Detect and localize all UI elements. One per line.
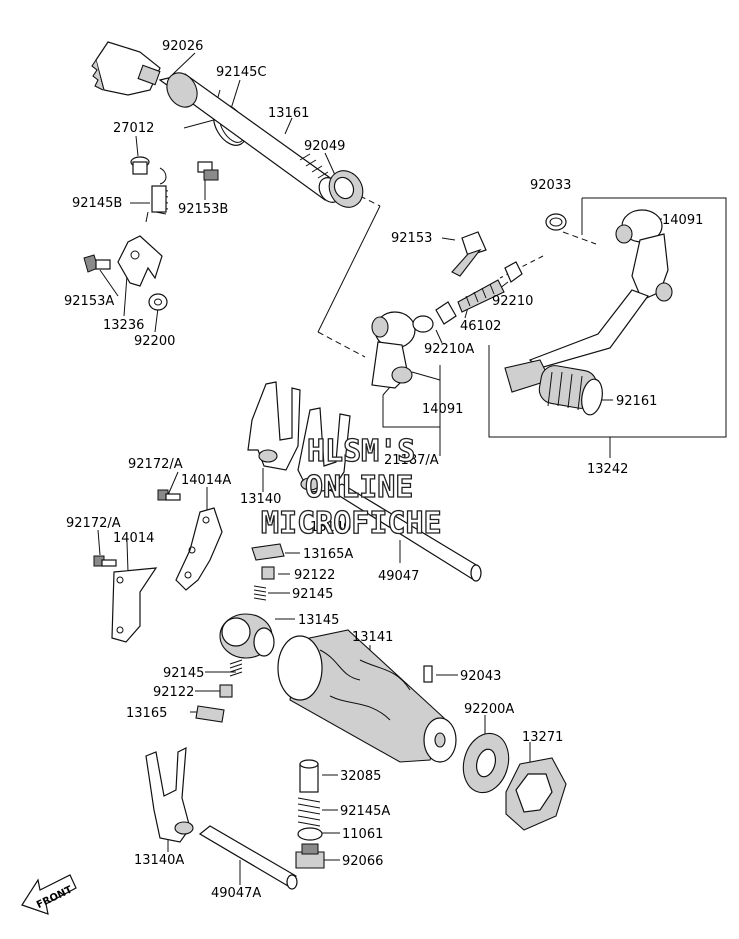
shift-arm-92026 bbox=[91, 41, 161, 96]
label-92145B: 92145B bbox=[72, 196, 122, 211]
nut-92210 bbox=[504, 261, 523, 283]
label-14091-top: 14091 bbox=[662, 213, 703, 228]
shift-fork-13140-1 bbox=[247, 381, 301, 471]
label-13140-1: 13140 bbox=[240, 492, 281, 507]
label-13165A: 13165A bbox=[303, 547, 353, 562]
watermark: HLSM'S ONLINE MICROFICHE bbox=[260, 433, 442, 541]
watermark-line-2: ONLINE bbox=[305, 470, 413, 505]
label-13271: 13271 bbox=[522, 730, 563, 745]
label-49047: 49047 bbox=[378, 569, 419, 584]
label-92049: 92049 bbox=[304, 139, 345, 154]
bolt-92153A bbox=[83, 254, 111, 273]
pin-32085 bbox=[299, 759, 319, 793]
label-13236: 13236 bbox=[103, 318, 144, 333]
label-92153B: 92153B bbox=[178, 202, 228, 217]
label-11061: 11061 bbox=[342, 827, 383, 842]
label-92153A: 92153A bbox=[64, 294, 114, 309]
shift-fork-13140-2 bbox=[297, 407, 351, 493]
nut-92210A bbox=[435, 301, 457, 325]
pin-13165 bbox=[195, 705, 225, 723]
bolt-92066 bbox=[295, 843, 325, 869]
shift-fork-13140A bbox=[145, 746, 194, 843]
label-92145-low: 92145 bbox=[163, 666, 204, 681]
washer-92200 bbox=[148, 293, 168, 311]
label-92122-low: 92122 bbox=[153, 685, 194, 700]
pin-92043 bbox=[423, 665, 433, 683]
pin-92122-top bbox=[261, 566, 275, 580]
front-direction-arrow: FRONT bbox=[21, 874, 77, 915]
label-92033: 92033 bbox=[530, 178, 571, 193]
label-92043: 92043 bbox=[460, 669, 501, 684]
plate-14014 bbox=[111, 567, 158, 643]
label-92145-top: 92145 bbox=[292, 587, 333, 602]
label-92200A: 92200A bbox=[464, 702, 514, 717]
spring-92145B bbox=[151, 167, 169, 215]
label-92161: 92161 bbox=[616, 394, 657, 409]
watermark-line-3: MICROFICHE bbox=[261, 506, 442, 541]
label-92153: 92153 bbox=[391, 231, 432, 246]
shift-drum-13141 bbox=[277, 629, 457, 763]
gasket-11061 bbox=[297, 827, 323, 841]
watermark-line-1: HLSM'S bbox=[307, 434, 415, 469]
part-shapes: FRONT bbox=[21, 41, 673, 915]
label-46102: 46102 bbox=[460, 319, 501, 334]
label-92026: 92026 bbox=[162, 39, 203, 54]
circlip-92033 bbox=[545, 213, 567, 231]
label-49047A: 49047A bbox=[211, 886, 261, 901]
spring-92145-top bbox=[253, 585, 267, 601]
label-13145: 13145 bbox=[298, 613, 339, 628]
label-27012: 27012 bbox=[113, 121, 154, 136]
fork-shaft-49047A bbox=[198, 825, 298, 890]
bolt-92153B bbox=[197, 161, 219, 181]
label-32085: 32085 bbox=[340, 769, 381, 784]
pin-27012 bbox=[130, 156, 150, 175]
stopper-13236 bbox=[117, 235, 163, 287]
shift-pedal-assembly bbox=[504, 209, 673, 416]
screw-92172A-1 bbox=[157, 489, 181, 501]
label-92210: 92210 bbox=[492, 294, 533, 309]
label-92210A: 92210A bbox=[424, 342, 474, 357]
label-13242: 13242 bbox=[587, 462, 628, 477]
washer-92200A bbox=[462, 732, 510, 794]
label-14014: 14014 bbox=[113, 531, 154, 546]
pin-13165A bbox=[251, 543, 285, 561]
label-14091-mid: 14091 bbox=[422, 402, 463, 417]
oil-seal-92049 bbox=[328, 170, 364, 208]
label-14014A: 14014A bbox=[181, 473, 231, 488]
label-92122-top: 92122 bbox=[294, 568, 335, 583]
label-13161: 13161 bbox=[268, 106, 309, 121]
label-13165: 13165 bbox=[126, 706, 167, 721]
label-21187A: 21187/A bbox=[384, 453, 439, 468]
bolt-92153 bbox=[451, 231, 487, 277]
cam-13145 bbox=[219, 613, 275, 659]
shaft-13161 bbox=[158, 72, 342, 203]
lever-14091-mid bbox=[371, 311, 434, 389]
label-92200: 92200 bbox=[134, 334, 175, 349]
part-labels: 92026 92145C 13161 27012 92049 92145B 92… bbox=[64, 39, 703, 901]
plate-14014A bbox=[175, 507, 223, 591]
spring-92145A bbox=[297, 797, 321, 827]
fork-shaft-49047 bbox=[328, 483, 482, 582]
label-13141: 13141 bbox=[352, 630, 393, 645]
label-92172A-2: 92172/A bbox=[66, 516, 121, 531]
pin-92122-low bbox=[219, 684, 233, 698]
label-13140-2: 13140 bbox=[310, 520, 351, 535]
label-92172A-1: 92172/A bbox=[128, 457, 183, 472]
screw-92172A-2 bbox=[93, 555, 117, 567]
label-92066: 92066 bbox=[342, 854, 383, 869]
star-13271 bbox=[505, 757, 567, 831]
label-92145A: 92145A bbox=[340, 804, 390, 819]
spring-92145-low bbox=[229, 659, 243, 677]
label-13140A: 13140A bbox=[134, 853, 184, 868]
rod-46102 bbox=[457, 279, 505, 313]
label-92145C: 92145C bbox=[216, 65, 266, 80]
